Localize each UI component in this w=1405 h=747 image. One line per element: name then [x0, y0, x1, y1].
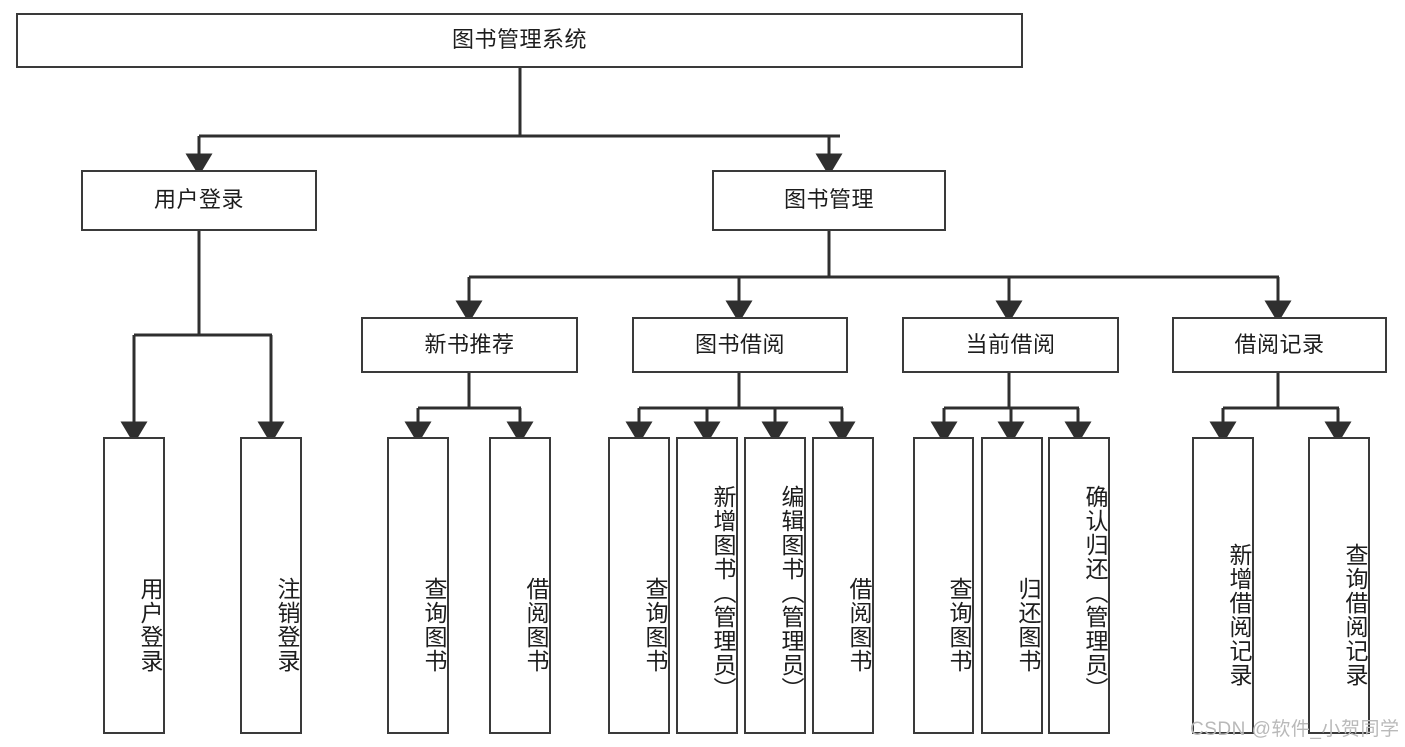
leaf-user-login-label: 用户登录	[137, 576, 163, 673]
leaf-add-record[interactable]: 新增借阅记录	[1192, 437, 1254, 734]
node-current-borrow[interactable]: 当前借阅	[902, 317, 1119, 373]
node-user-login-label: 用户登录	[153, 187, 244, 213]
leaf-confirm-return[interactable]: 确认归还（管理员）	[1048, 437, 1110, 734]
csdn-watermark: CSDN @软件_小贺同学	[1190, 719, 1400, 740]
node-book-management-label: 图书管理	[783, 187, 874, 213]
leaf-add-book-label: 新增图书（管理员）	[710, 484, 736, 701]
leaf-borrow-book-2-label: 借阅图书	[846, 576, 872, 673]
leaf-query-book-2-label: 查询图书	[642, 576, 668, 673]
leaf-query-record-label: 查询借阅记录	[1342, 542, 1368, 687]
leaf-add-book[interactable]: 新增图书（管理员）	[676, 437, 738, 734]
leaf-query-record[interactable]: 查询借阅记录	[1308, 437, 1370, 734]
node-current-borrow-label: 当前借阅	[965, 331, 1056, 357]
node-book-borrow-label: 图书借阅	[694, 331, 785, 357]
leaf-query-book-1[interactable]: 查询图书	[387, 437, 449, 734]
node-root[interactable]: 图书管理系统	[16, 13, 1023, 68]
leaf-query-book-2[interactable]: 查询图书	[608, 437, 670, 734]
node-book-borrow[interactable]: 图书借阅	[632, 317, 848, 373]
node-root-label: 图书管理系统	[451, 27, 587, 53]
leaf-confirm-return-label: 确认归还（管理员）	[1082, 484, 1108, 701]
node-borrow-record[interactable]: 借阅记录	[1172, 317, 1387, 373]
node-new-book-recommend-label: 新书推荐	[424, 331, 515, 357]
leaf-return-book[interactable]: 归还图书	[981, 437, 1043, 734]
leaf-logout-login-label: 注销登录	[274, 576, 300, 673]
leaf-borrow-book-1[interactable]: 借阅图书	[489, 437, 551, 734]
leaf-query-book-3-label: 查询图书	[946, 576, 972, 673]
leaf-query-book-1-label: 查询图书	[421, 576, 447, 673]
leaf-logout-login[interactable]: 注销登录	[240, 437, 302, 734]
node-borrow-record-label: 借阅记录	[1234, 331, 1325, 357]
leaf-user-login[interactable]: 用户登录	[103, 437, 165, 734]
leaf-add-record-label: 新增借阅记录	[1226, 542, 1252, 687]
leaf-borrow-book-2[interactable]: 借阅图书	[812, 437, 874, 734]
leaf-edit-book[interactable]: 编辑图书（管理员）	[744, 437, 806, 734]
leaf-query-book-3[interactable]: 查询图书	[913, 437, 974, 734]
node-user-login[interactable]: 用户登录	[81, 170, 317, 231]
leaf-return-book-label: 归还图书	[1015, 576, 1041, 673]
leaf-edit-book-label: 编辑图书（管理员）	[778, 484, 804, 701]
node-book-management[interactable]: 图书管理	[712, 170, 946, 231]
leaf-borrow-book-1-label: 借阅图书	[523, 576, 549, 673]
node-new-book-recommend[interactable]: 新书推荐	[361, 317, 578, 373]
